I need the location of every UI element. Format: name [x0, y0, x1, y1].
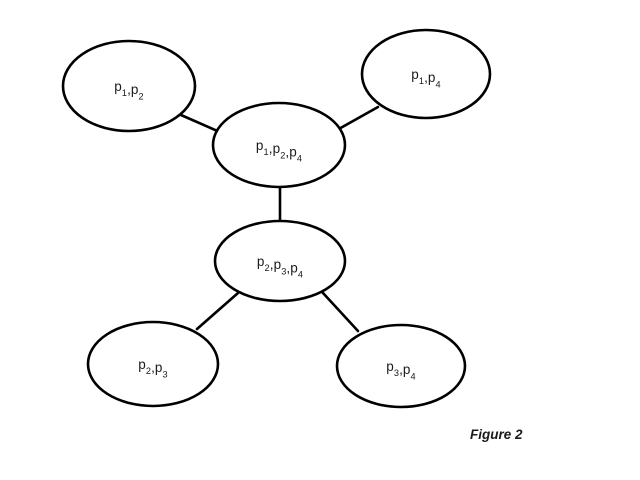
node-ellipse-p1p4	[360, 28, 492, 120]
node-p2p3[interactable]: p2,p3	[86, 320, 220, 408]
edge-p1p4-to-p1p2p4	[335, 105, 380, 132]
node-p1p4[interactable]: p1,p4	[360, 28, 492, 120]
figure-caption: Figure 2	[470, 427, 523, 442]
node-p2p3p4[interactable]: p2,p3,p4	[213, 219, 347, 303]
edge-p1p2-to-p1p2p4	[179, 113, 224, 135]
edge-p2p3p4-to-p2p3	[195, 291, 240, 331]
node-ellipse-p1p2	[61, 39, 197, 133]
nodes-layer: p1,p2 p1,p4 p1,p2,p4 p2,p3,p4 p2,p3 p3,p4	[61, 28, 492, 409]
node-label-p2p3: p2,p3	[138, 357, 168, 379]
node-label-p1p4: p1,p4	[411, 67, 441, 89]
node-label-p1p2p4: p1,p2,p4	[256, 138, 302, 164]
node-p1p2[interactable]: p1,p2	[61, 39, 197, 133]
node-p3p4[interactable]: p3,p4	[335, 323, 467, 409]
node-p1p2p4[interactable]: p1,p2,p4	[211, 101, 347, 189]
node-label-p2p3p4: p2,p3,p4	[257, 254, 303, 280]
edge-p2p3p4-to-p3p4	[321, 291, 360, 333]
node-ellipse-p3p4	[335, 323, 467, 409]
node-label-p1p2: p1,p2	[114, 79, 144, 101]
node-ellipse-p1p2p4	[211, 101, 347, 189]
edges-layer	[179, 105, 380, 333]
node-label-p3p4: p3,p4	[386, 359, 416, 381]
node-ellipse-p2p3p4	[213, 219, 347, 303]
node-ellipse-p2p3	[86, 320, 220, 408]
